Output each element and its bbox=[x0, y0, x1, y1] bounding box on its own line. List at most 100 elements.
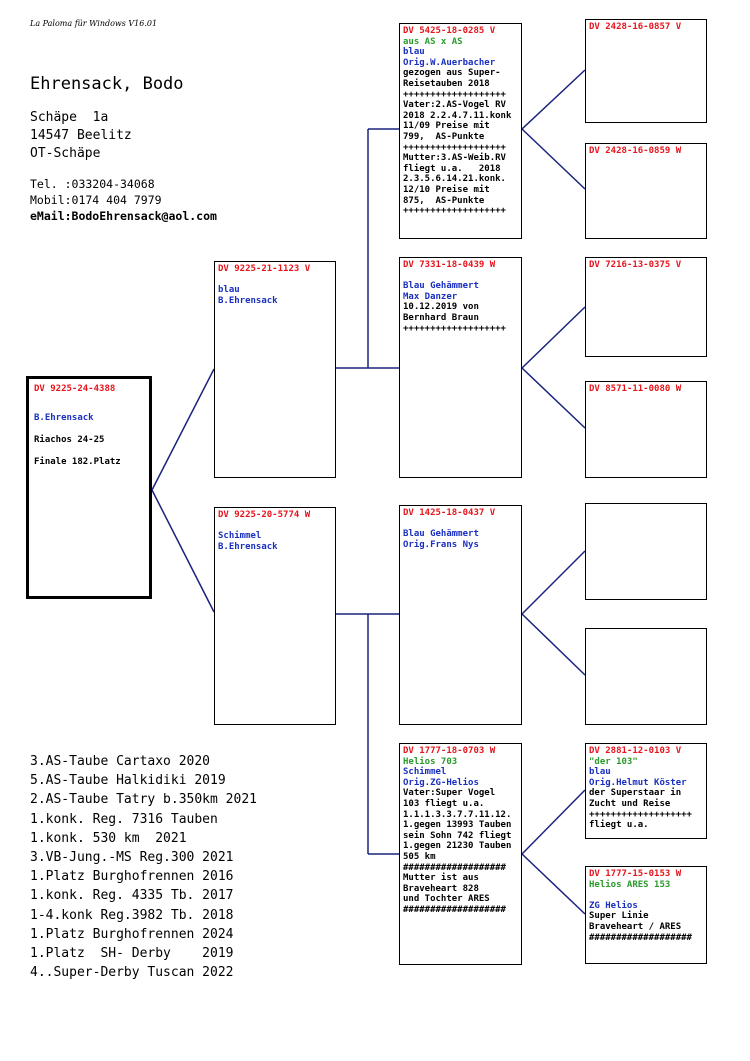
mmf-line: Orig.Helmut Köster bbox=[589, 777, 687, 788]
mother-line: B.Ehrensack bbox=[218, 541, 278, 552]
main-bird-ring: DV 9225-24-4388 bbox=[34, 384, 116, 394]
mm-line: Helios 703 bbox=[403, 756, 458, 767]
main-bird-info-1: Riachos 24-25 bbox=[34, 435, 105, 445]
mmf-line: DV 2881-12-0103 V bbox=[589, 746, 682, 756]
main-bird-card[interactable]: DV 9225-24-4388 B.Ehrensack Riachos 24-2… bbox=[26, 376, 152, 599]
connector-line bbox=[521, 550, 586, 615]
mother-line: Schimmel bbox=[218, 531, 262, 542]
fm-line: +++++++++++++++++++ bbox=[403, 323, 506, 334]
achievement-item: 3.AS-Taube Cartaxo 2020 bbox=[30, 754, 211, 769]
mm-line: Mutter ist aus bbox=[403, 873, 479, 884]
fm-line: DV 7331-18-0439 W bbox=[403, 260, 496, 270]
father-line bbox=[218, 275, 332, 286]
ff-line: blau bbox=[403, 47, 425, 58]
fm-line bbox=[403, 271, 518, 282]
main-bird-breeder: B.Ehrensack bbox=[34, 413, 94, 423]
mm-line: 1.1.1.3.3.7.7.11.12. bbox=[403, 809, 512, 820]
mother-line: DV 9225-20-5774 W bbox=[218, 510, 311, 520]
achievement-item: 1.konk. 530 km 2021 bbox=[30, 830, 187, 846]
ff-line: fliegt u.a. 2018 bbox=[403, 163, 501, 174]
mm-line: ################### bbox=[403, 904, 506, 915]
connector-line bbox=[151, 489, 215, 613]
owner-mobil: Mobil:0174 404 7979 bbox=[30, 193, 162, 207]
connector-line bbox=[521, 306, 586, 369]
mf-line: Blau Gehämmert bbox=[403, 529, 479, 540]
father-line: B.Ehrensack bbox=[218, 295, 278, 306]
ggp-ffm-card[interactable]: DV 2428-16-0859 W bbox=[585, 143, 707, 239]
fmm-line: DV 8571-11-0080 W bbox=[589, 384, 682, 394]
owner-email: eMail:BodoEhrensack@aol.com bbox=[30, 209, 217, 223]
ggp-mfm-card[interactable] bbox=[585, 628, 707, 725]
mmf-line: Zucht und Reise bbox=[589, 798, 671, 809]
father-line: DV 9225-21-1123 V bbox=[218, 264, 311, 274]
ggp-fff-card[interactable]: DV 2428-16-0857 V bbox=[585, 19, 707, 123]
mm-line: und Tochter ARES bbox=[403, 894, 490, 905]
ff-line: +++++++++++++++++++ bbox=[403, 206, 506, 217]
mm-line: Orig.ZG-Helios bbox=[403, 777, 479, 788]
mmf-line: "der 103" bbox=[589, 756, 638, 767]
ff-line: +++++++++++++++++++ bbox=[403, 89, 506, 100]
connector-line bbox=[521, 789, 586, 855]
mmm-line: DV 1777-15-0153 W bbox=[589, 869, 682, 879]
achievement-item: 1.Platz SH- Derby 2019 bbox=[30, 946, 234, 962]
mm-line: sein Sohn 742 fliegt bbox=[403, 830, 512, 841]
ff-line: 799, AS-Punkte bbox=[403, 131, 485, 142]
ff-line: 11/09 Preise mit bbox=[403, 121, 490, 132]
ggp-fmm-card[interactable]: DV 8571-11-0080 W bbox=[585, 381, 707, 478]
mmm-line: ZG Helios bbox=[589, 900, 638, 911]
mmf-line: fliegt u.a. bbox=[589, 820, 649, 831]
ff-line: Orig.W.Auerbacher bbox=[403, 57, 496, 68]
father-line: blau bbox=[218, 285, 240, 296]
mm-line: 1.gegen 13993 Tauben bbox=[403, 820, 512, 831]
connector-line bbox=[151, 368, 215, 491]
ff-line: 2018 2.2.4.7.11.konk bbox=[403, 110, 512, 121]
ff-line: Vater:2.AS-Vogel RV bbox=[403, 100, 506, 111]
achievement-item: 1.konk. Reg. 7316 Tauben bbox=[30, 811, 218, 827]
ff-line: +++++++++++++++++++ bbox=[403, 142, 506, 153]
achievement-item: 4..Super-Derby Tuscan 2022 bbox=[30, 965, 234, 981]
fm-line: Blau Gehämmert bbox=[403, 281, 479, 292]
mmm-line: ################### bbox=[589, 932, 692, 943]
achievement-item: 2.AS-Taube Tatry b.350km 2021 bbox=[30, 792, 257, 808]
mmm-line: Super Linie bbox=[589, 911, 649, 922]
ff-line: gezogen aus Super- bbox=[403, 68, 501, 79]
ff-line: aus AS x AS bbox=[403, 36, 463, 47]
connector-line bbox=[521, 128, 586, 190]
fm-line: Max Danzer bbox=[403, 291, 458, 302]
mm-line: ################### bbox=[403, 862, 506, 873]
ff-line: Reisetauben 2018 bbox=[403, 78, 490, 89]
connector-line bbox=[521, 613, 586, 676]
mother-line bbox=[218, 521, 332, 532]
mf-line bbox=[403, 519, 518, 530]
mmm-line: Helios ARES 153 bbox=[589, 879, 671, 890]
mmm-line bbox=[589, 890, 703, 901]
connector-line bbox=[521, 853, 586, 915]
mmf-line: der Superstaar in bbox=[589, 788, 682, 799]
achievement-item: 1.Platz Burghofrennen 2024 bbox=[30, 926, 234, 942]
ff-line: 12/10 Preise mit bbox=[403, 184, 490, 195]
mm-line: DV 1777-18-0703 W bbox=[403, 746, 496, 756]
mmm-line: Braveheart / ARES bbox=[589, 921, 682, 932]
mm-line: 103 fliegt u.a. bbox=[403, 798, 485, 809]
mm-line: 1.gegen 21230 Tauben bbox=[403, 841, 512, 852]
mm-line: 505 km bbox=[403, 851, 436, 862]
ggp-mff-card[interactable] bbox=[585, 503, 707, 600]
ff-line: 875, AS-Punkte bbox=[403, 195, 485, 206]
fm-line: Bernhard Braun bbox=[403, 312, 479, 323]
fff-line: DV 2428-16-0857 V bbox=[589, 22, 682, 32]
owner-city: 14547 Beelitz bbox=[30, 128, 132, 143]
ggp-fmf-card[interactable]: DV 7216-13-0375 V bbox=[585, 257, 707, 357]
achievement-item: 5.AS-Taube Halkidiki 2019 bbox=[30, 773, 226, 789]
owner-name: Ehrensack, Bodo bbox=[30, 74, 184, 94]
